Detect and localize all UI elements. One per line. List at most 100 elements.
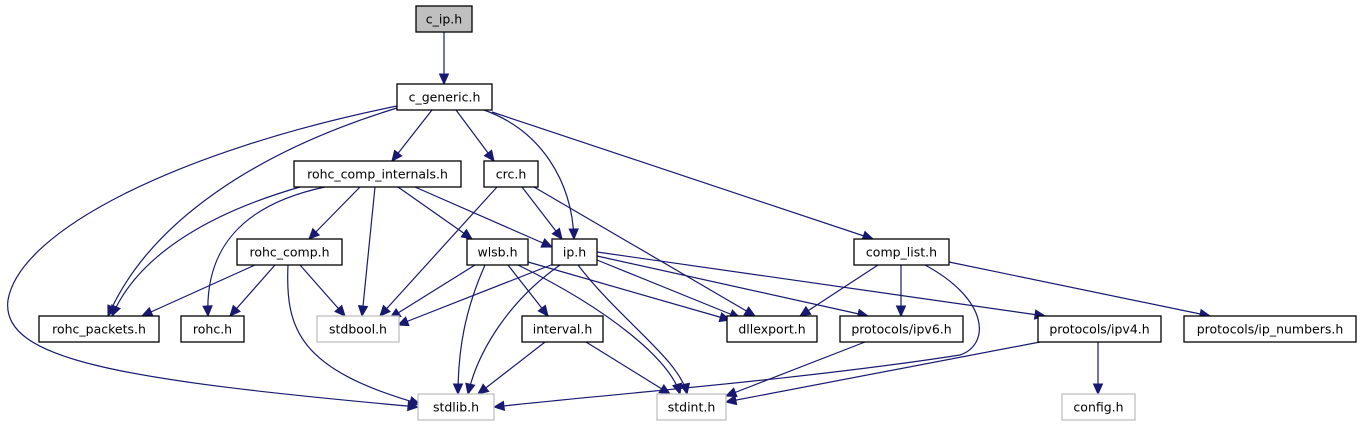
edge-ipv6-to-stdint [724,341,866,398]
node-crc[interactable]: crc.h [483,160,539,188]
node-ip[interactable]: ip.h [551,238,598,266]
edge-comp-list-to-dllexport [798,264,879,317]
edge-line [507,264,549,317]
edge-line [389,264,476,319]
edge-line [477,341,546,395]
edge-ip-to-stdlib [465,264,561,396]
edge-rohc-comp-internals-to-stdbool [357,186,376,318]
arrowhead-icon [537,304,549,317]
edge-line [457,264,486,395]
edge-c-ip-to-c-generic [438,32,450,86]
node-rohc[interactable]: rohc.h [180,315,245,343]
arrowhead-icon [724,387,738,398]
edge-ipv4-to-stdint [724,341,1041,406]
edge-line [7,105,419,408]
node-c-generic[interactable]: c_generic.h [396,83,493,111]
node-rohc-packets[interactable]: rohc_packets.h [38,315,160,343]
node-label: protocols/ipv6.h [851,322,951,337]
edge-line [799,264,879,317]
edge-line [483,109,575,240]
arrowhead-icon [483,149,495,162]
node-protocols-ipv4[interactable]: protocols/ipv4.h [1037,315,1162,343]
node-label: protocols/ipv4.h [1049,322,1149,337]
arrowhead-icon [743,306,757,317]
edge-ip-to-stdbool [396,262,557,327]
node-dllexport[interactable]: dllexport.h [726,315,818,343]
arrowhead-icon [202,305,213,318]
node-label: stdlib.h [433,400,479,415]
node-label: c_generic.h [409,90,481,105]
edge-line [577,264,688,395]
edge-comp-list-to-ip-numbers [948,261,1212,320]
edge-ip-to-ipv4 [596,251,1047,320]
edge-c-generic-to-comp-list [491,111,875,241]
node-stdint[interactable]: stdint.h [656,393,727,421]
arrowhead-icon [334,304,346,317]
edge-line [725,341,1041,403]
node-label: ip.h [563,245,586,260]
node-rohc-comp-internals[interactable]: rohc_comp_internals.h [293,160,462,188]
arrowhead-icon [229,304,241,317]
edge-line [493,264,980,408]
edge-line [379,186,498,317]
edge-line [596,251,1046,317]
edge-rohc-comp-internals-to-wlsb [397,186,473,240]
node-config[interactable]: config.h [1061,393,1136,421]
edge-ip-to-ipv6 [596,255,870,319]
edge-line [391,109,433,162]
arrowhead-icon [438,73,450,86]
node-protocols-ip-numbers[interactable]: protocols/ip_numbers.h [1183,315,1357,343]
edge-c-generic-to-rohc-comp-internals [391,109,433,162]
edge-ip-to-stdint [577,264,691,396]
node-label: c_ip.h [426,12,462,27]
edge-line [596,255,869,317]
edge-comp-list-to-ipv6 [895,265,907,318]
arrowhead-icon [308,227,321,240]
edge-line [467,264,561,395]
node-comp-list[interactable]: comp_list.h [853,238,950,266]
node-wlsb[interactable]: wlsb.h [466,238,529,266]
node-label: rohc_comp.h [249,245,329,260]
node-c-ip[interactable]: c_ip.h [415,5,473,33]
edge-rohc-comp-to-rohc-packets [140,264,256,317]
arrowhead-icon [1092,383,1104,396]
edge-line [521,186,563,240]
edge-c-generic-to-stdlib [7,105,420,412]
arrowhead-icon [357,305,369,318]
arrowhead-icon [551,227,563,240]
arrowhead-icon [391,149,403,162]
edges-layer [7,32,1212,412]
edge-line [517,264,681,395]
node-rohc-comp[interactable]: rohc_comp.h [236,238,343,266]
arrowhead-icon [679,382,691,396]
edge-rohc-comp-to-rohc [229,264,276,317]
arrowhead-icon [798,305,812,317]
arrowhead-icon [568,228,579,241]
arrowhead-icon [379,304,391,317]
node-protocols-ipv6[interactable]: protocols/ipv6.h [839,315,964,343]
edge-rohc-comp-to-stdlib [287,264,422,407]
arrowhead-icon [658,383,672,395]
node-interval[interactable]: interval.h [521,315,604,343]
edge-line [397,186,473,240]
edge-rohc-comp-internals-to-rohc-packets [111,186,301,318]
node-label: comp_list.h [866,245,937,260]
edge-rohc-comp-internals-to-rohc-comp [308,186,361,240]
node-stdlib[interactable]: stdlib.h [417,393,495,421]
edge-crc-to-stdbool [379,186,498,317]
edge-wlsb-to-dllexport [527,261,732,323]
edge-c-generic-to-ip [483,109,579,241]
edge-line [308,186,361,240]
edge-crc-to-ip [521,186,563,240]
node-label: wlsb.h [477,245,517,260]
edge-line [229,264,276,317]
arrowhead-icon [895,305,907,318]
edge-line [725,341,866,397]
node-label: stdbool.h [329,322,387,337]
edge-line [585,341,671,395]
edge-interval-to-stdlib [477,341,546,395]
edge-line [414,186,553,248]
arrowhead-icon [724,394,738,406]
edge-rohc-comp-to-stdbool [299,264,346,317]
node-stdbool[interactable]: stdbool.h [316,315,400,343]
